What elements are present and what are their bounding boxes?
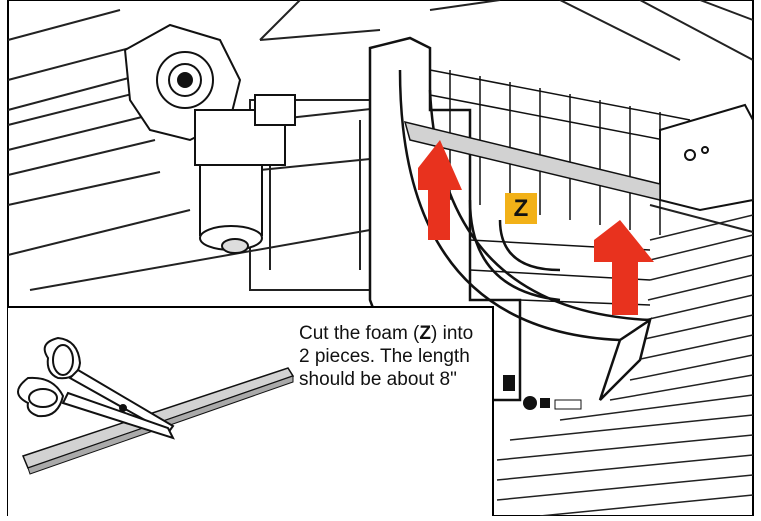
- part-label-z: Z: [505, 193, 537, 224]
- part-letter-ref: Z: [419, 323, 431, 344]
- floor-slats: [496, 214, 754, 516]
- rail-lines: [7, 0, 754, 291]
- foam-strip: [403, 120, 661, 201]
- right-rail: [659, 103, 754, 212]
- up-arrow-icon: [418, 140, 462, 240]
- instruction-inset: Cut the foam (Z) into 2 pieces. The leng…: [8, 306, 494, 516]
- scissors-icon: [17, 336, 175, 440]
- model-marking: [503, 375, 582, 410]
- motor-icon: [123, 23, 296, 254]
- instruction-text: Cut the foam (Z) into 2 pieces. The leng…: [299, 323, 474, 390]
- scissors-cut-illustration: [17, 336, 295, 475]
- up-arrow-icon: [594, 220, 654, 315]
